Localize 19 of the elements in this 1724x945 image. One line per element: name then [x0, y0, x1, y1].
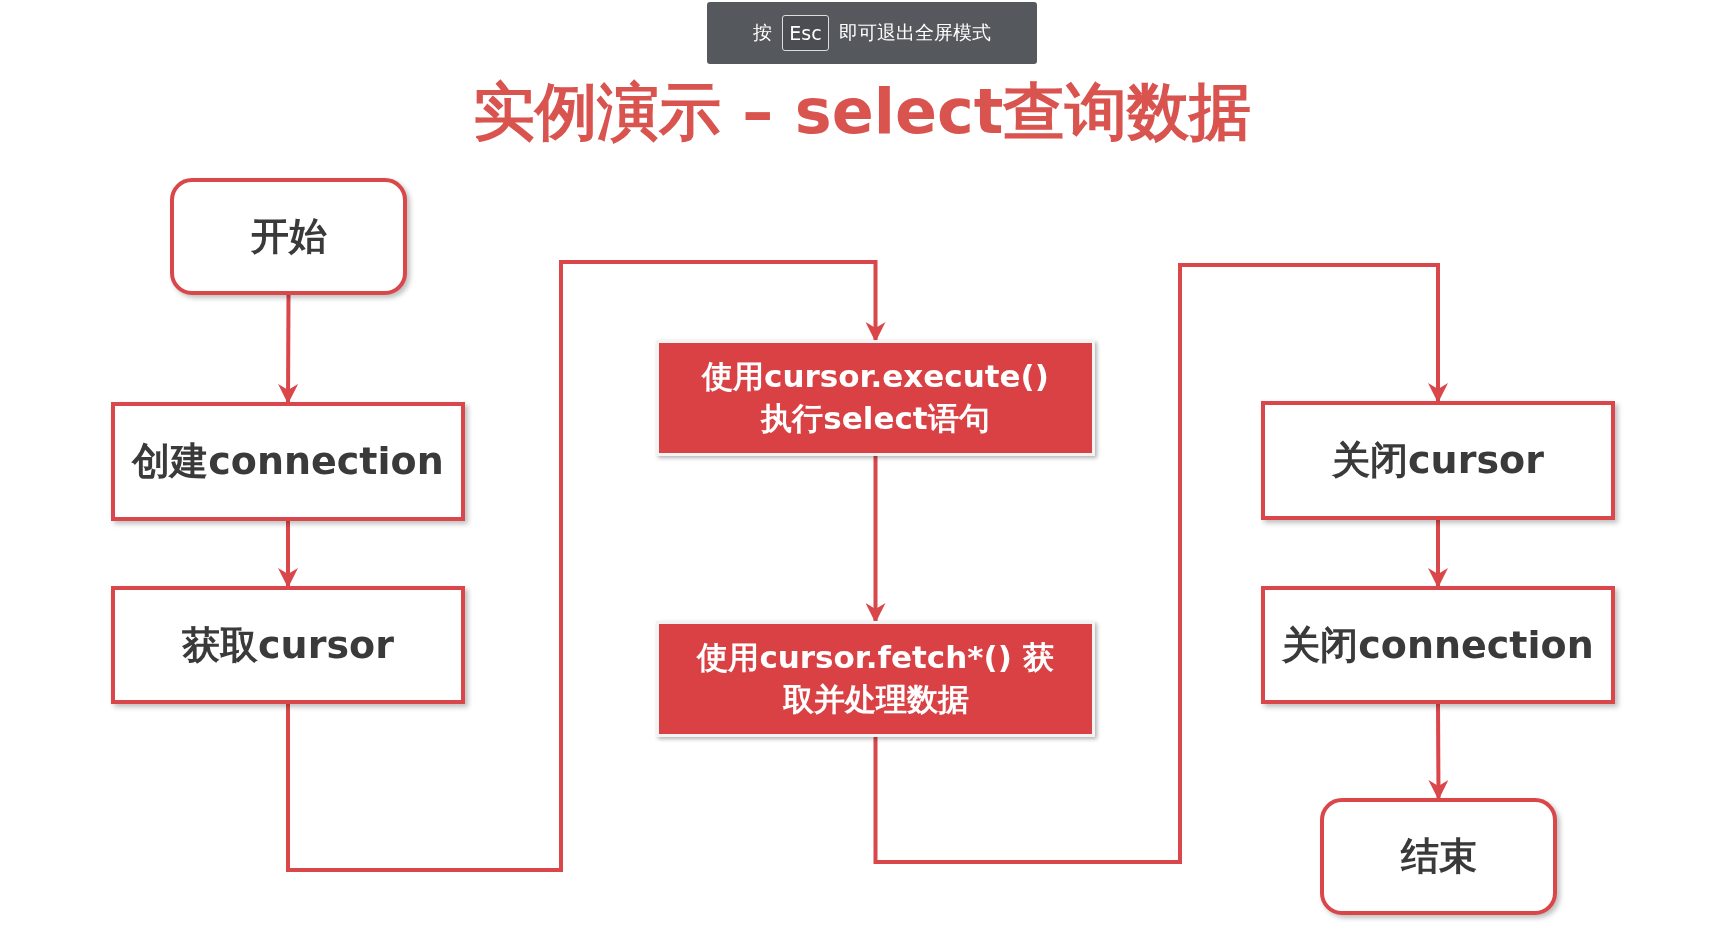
notice-text: 按	[753, 20, 773, 45]
process-box: 使用cursor.fetch*() 获取并处理数据	[656, 621, 1095, 737]
terminal-box: 结束	[1320, 798, 1557, 915]
process-box: 关闭connection	[1261, 586, 1615, 704]
arrow	[278, 295, 299, 404]
process-box: 使用cursor.execute() 执行select语句	[656, 340, 1095, 456]
arrow	[1428, 520, 1448, 588]
arrow	[1428, 704, 1449, 800]
arrow	[873, 263, 1448, 864]
process-box: 获取cursor	[111, 586, 465, 704]
arrow	[286, 260, 886, 872]
arrow	[865, 456, 886, 623]
process-box: 创建connection	[111, 402, 465, 521]
notice-text: 即可退出全屏模式	[838, 20, 991, 45]
key-label: Esc	[782, 15, 829, 51]
title: 实例演示 – select查询数据	[472, 74, 1252, 150]
arrow	[278, 521, 298, 588]
process-box: 关闭cursor	[1261, 401, 1615, 520]
terminal-box: 开始	[170, 178, 407, 295]
